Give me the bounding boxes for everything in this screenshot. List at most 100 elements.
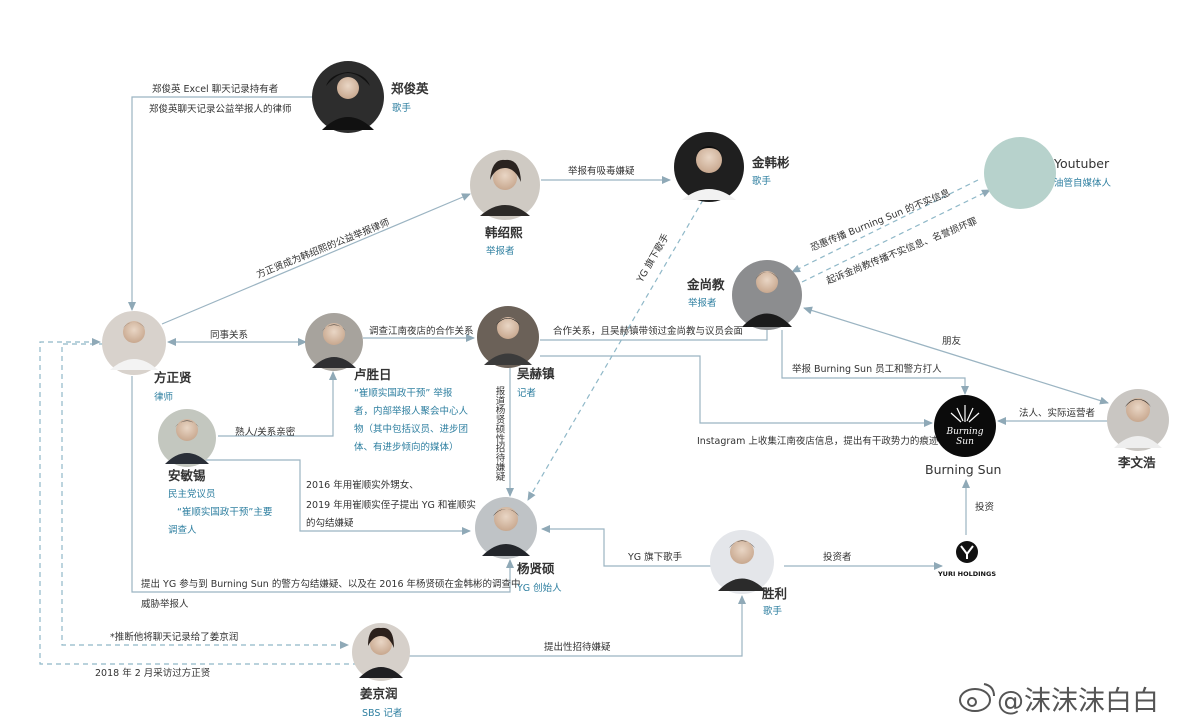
label-kimhb-yang: YG 旗下歌手	[634, 231, 672, 285]
label-youtuber-2: 起诉金尚教传播不实信息、名誉损坏罪	[825, 215, 980, 287]
node-youtuber-role: 油管自媒体人	[1054, 177, 1112, 189]
burning-sun-logo-icon: Burning Sun	[934, 395, 996, 457]
dashed-edges	[39, 179, 991, 665]
edge-sheng-yang	[541, 525, 716, 567]
node-kimhb[interactable]: 金韩彬 歌手	[674, 132, 790, 202]
node-lu-role-1: “崔顺实国政干预” 举报	[354, 387, 453, 399]
node-kimhb-name: 金韩彬	[751, 155, 790, 170]
node-han-name: 韩绍熙	[485, 225, 523, 240]
node-lu-name: 卢胜日	[354, 367, 392, 382]
watermark: @沫沫沫白白	[959, 683, 1159, 717]
node-lu-role-3: 物（其中包括议员、进步团	[354, 423, 468, 435]
node-kimhb-role: 歌手	[752, 175, 772, 187]
label-investor: 投资者	[823, 551, 852, 563]
label-zheng-1: 郑俊英 Excel 聊天记录持有者	[152, 83, 278, 95]
node-zheng[interactable]: 郑俊英 歌手	[312, 61, 429, 133]
person-avatar-icon	[102, 311, 166, 375]
node-jiang[interactable]: 姜京润 SBS 记者	[352, 623, 410, 719]
node-yang[interactable]: 杨贤硕 YG 创始人	[475, 497, 562, 594]
label-jiang-1: *推断他将聊天记录给了姜京润	[110, 631, 238, 643]
node-an-role-1: 民主党议员	[168, 488, 216, 500]
edge-youtuber-kimsj-2	[801, 189, 991, 283]
label-bang-han: 方正贤成为韩绍熙的公益举报律师	[255, 216, 392, 281]
node-zheng-role: 歌手	[392, 102, 412, 114]
label-an-yang-3: 的勾结嫌疑	[306, 517, 354, 529]
node-yang-role: YG 创始人	[516, 582, 562, 594]
label-report-staff: 举报 Burning Sun 员工和警方打人	[792, 363, 942, 375]
person-avatar-icon	[732, 260, 802, 330]
label-lu-wu: 调查江南夜店的合作关系	[369, 325, 474, 337]
edge-an-yang	[200, 459, 471, 535]
label-yg-sheng: YG 旗下歌手	[627, 551, 683, 563]
node-burning-sun-name: Burning Sun	[925, 462, 1001, 477]
label-han-kimhb: 举报有吸毒嫌疑	[568, 165, 635, 177]
label-wu-yang: 报道杨贤硕性招待嫌疑	[494, 385, 506, 482]
edge-kimsj-li	[803, 306, 1109, 405]
node-an-name: 安敏锡	[168, 468, 206, 483]
node-an[interactable]: 安敏锡 民主党议员 “崔顺实国政干预”主要 调查人	[158, 409, 272, 536]
label-jiang-2: 2018 年 2 月采访过方正贤	[95, 667, 211, 679]
edge-youtuber-kimsj-1	[791, 179, 979, 273]
node-wu[interactable]: 吴赫镇 记者	[477, 306, 555, 399]
person-avatar-icon	[470, 150, 540, 220]
node-han-role: 举报者	[486, 245, 515, 257]
edge-an-lu	[218, 371, 337, 437]
node-sheng-name: 胜利	[762, 586, 787, 601]
edge-zheng-bang	[128, 96, 312, 311]
label-zheng-2: 郑俊英聊天记录公益举报人的律师	[149, 103, 292, 115]
node-an-role-3: 调查人	[168, 524, 197, 536]
node-youtuber-name: Youtuber	[1053, 156, 1110, 171]
node-kimsj-role: 举报者	[688, 297, 717, 309]
label-bang-yang-1: 提出 YG 参与到 Burning Sun 的警方勾结嫌疑、以及在 2016 年…	[141, 578, 521, 590]
label-an-lu: 熟人/关系亲密	[235, 426, 296, 438]
edge-labels: 郑俊英 Excel 聊天记录持有者 郑俊英聊天记录公益举报人的律师 举报有吸毒嫌…	[95, 83, 1095, 679]
node-jiang-role: SBS 记者	[362, 707, 402, 719]
label-invest: 投资	[975, 501, 995, 513]
burning-sun-logo-text-1: Burning	[946, 427, 984, 437]
label-friend: 朋友	[942, 335, 962, 347]
node-kimsj-name: 金尚教	[686, 277, 725, 292]
node-bang-name: 方正贤	[154, 370, 192, 385]
person-avatar-icon	[477, 306, 539, 368]
node-kimsj[interactable]: 金尚教 举报者	[686, 260, 802, 330]
edge-bang-yang	[131, 376, 514, 593]
person-avatar-icon	[674, 132, 744, 202]
node-sheng[interactable]: 胜利 歌手	[710, 530, 787, 617]
node-jiang-name: 姜京润	[360, 686, 398, 701]
label-bang-yang-2: 威胁举报人	[141, 598, 189, 610]
node-yang-name: 杨贤硕	[517, 561, 555, 576]
edge-kimhb-yang	[527, 199, 704, 501]
node-yuri-holdings[interactable]: YURI HOLDINGS	[937, 541, 996, 578]
channel-avatar-icon	[984, 137, 1056, 209]
node-youtuber[interactable]: Youtuber 油管自媒体人	[984, 137, 1112, 209]
edges	[128, 96, 1109, 657]
node-lu[interactable]: 卢胜日 “崔顺实国政干预” 举报 者，内部举报人聚会中心人 物（其中包括议员、进…	[305, 313, 469, 453]
edge-jiang-sheng	[408, 595, 746, 657]
node-yuri-name: YURI HOLDINGS	[937, 570, 996, 578]
label-legal: 法人、实际运营者	[1019, 407, 1095, 419]
node-han[interactable]: 韩绍熙 举报者	[470, 150, 540, 257]
person-avatar-icon	[475, 497, 537, 559]
node-sheng-role: 歌手	[763, 605, 783, 617]
person-avatar-icon	[710, 530, 774, 594]
node-bang[interactable]: 方正贤 律师	[102, 311, 192, 403]
node-wu-name: 吴赫镇	[517, 366, 555, 381]
label-bang-lu: 同事关系	[210, 329, 248, 341]
person-avatar-icon	[312, 61, 384, 133]
label-instagram: Instagram 上收集江南夜店信息，提出有干政势力的痕迹	[697, 435, 939, 447]
person-avatar-icon	[305, 313, 363, 371]
label-jiang-sheng: 提出性招待嫌疑	[544, 641, 611, 653]
edge-bang-jiang	[61, 343, 349, 649]
burning-sun-logo-text-2: Sun	[956, 437, 974, 447]
edge-wu-kimsj	[540, 330, 768, 341]
watermark-text: @沫沫沫白白	[997, 686, 1159, 717]
node-lu-role-2: 者，内部举报人聚会中心人	[354, 405, 469, 417]
node-lu-role-4: 体、有进步倾向的媒体）	[354, 441, 459, 453]
edge-wu-burning	[540, 355, 933, 427]
node-li[interactable]: 李文浩	[1107, 389, 1169, 470]
edge-bang-han	[161, 193, 471, 325]
label-wu-kimsj: 合作关系，且吴赫镇带领过金尚教与议员会面	[553, 325, 743, 337]
node-li-name: 李文浩	[1117, 455, 1156, 470]
node-burning-sun[interactable]: Burning Sun Burning Sun	[925, 395, 1001, 477]
